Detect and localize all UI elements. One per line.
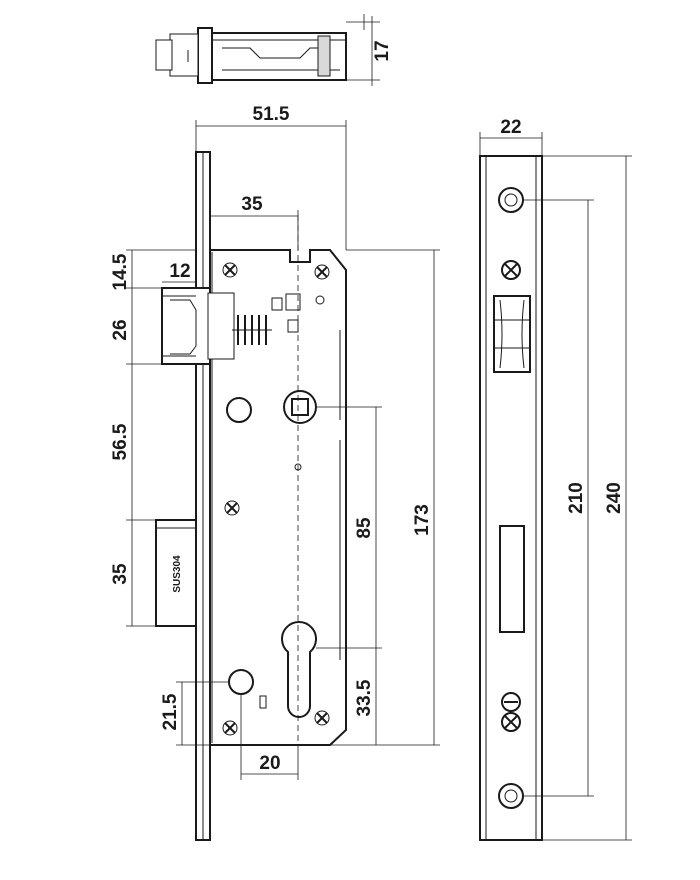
dim-screw-spacing: 210 bbox=[566, 482, 587, 514]
latch-spring bbox=[232, 315, 272, 345]
dim-latch-projection: 12 bbox=[169, 261, 190, 282]
dim-latch-offset-top: 14.5 bbox=[110, 253, 131, 290]
dim-faceplate-width: 22 bbox=[500, 117, 521, 138]
faceplate-fixing-hole-bottom bbox=[498, 783, 524, 809]
case-screw-bottom-right bbox=[314, 710, 330, 726]
faceplate-screw-lower-cross bbox=[501, 712, 521, 732]
dim-lower-offset: 21.5 bbox=[160, 693, 181, 730]
case-screw-middle bbox=[224, 500, 240, 516]
dim-latch-to-deadbolt: 56.5 bbox=[110, 423, 131, 460]
cylinder-hole bbox=[281, 621, 317, 718]
case-hole-upper bbox=[226, 397, 252, 423]
case-screw-bottom-left bbox=[222, 720, 238, 736]
faceplate-screw-upper bbox=[501, 260, 521, 280]
dim-handle-to-cylinder: 85 bbox=[354, 517, 375, 539]
front-view-dimensions: 51.5 35 14.5 26 56.5 35 12 21.5 20 85 bbox=[110, 104, 440, 780]
handle-spindle-hole bbox=[283, 390, 317, 424]
faceplate-deadbolt-opening bbox=[499, 525, 525, 633]
dim-bolt-height: 17 bbox=[372, 40, 393, 61]
case-screw-top-right bbox=[314, 264, 330, 280]
dim-backset: 35 bbox=[241, 194, 263, 215]
dim-body-width: 51.5 bbox=[253, 104, 290, 125]
dim-cylinder-offset: 33.5 bbox=[354, 679, 375, 716]
dim-faceplate-length: 240 bbox=[604, 482, 625, 514]
dim-lower-backset: 20 bbox=[259, 753, 280, 774]
case-hole-lower bbox=[228, 669, 254, 695]
dim-latch-height: 26 bbox=[110, 319, 131, 340]
dim-case-height: 173 bbox=[412, 504, 433, 536]
faceplate-screw-lower-slot bbox=[501, 692, 521, 712]
deadbolt-material-stamp: SUS304 bbox=[172, 555, 183, 593]
case-screw-top-left bbox=[222, 262, 238, 278]
front-view-lock-body: SUS304 bbox=[155, 151, 347, 841]
faceplate-view bbox=[479, 155, 543, 841]
top-view-bolt: 17 bbox=[155, 14, 393, 86]
faceplate-dimensions: 22 210 240 bbox=[479, 117, 632, 841]
faceplate-fixing-hole-top bbox=[498, 187, 524, 213]
faceplate-latch-opening bbox=[493, 295, 531, 373]
dim-deadbolt-height: 35 bbox=[110, 563, 131, 585]
